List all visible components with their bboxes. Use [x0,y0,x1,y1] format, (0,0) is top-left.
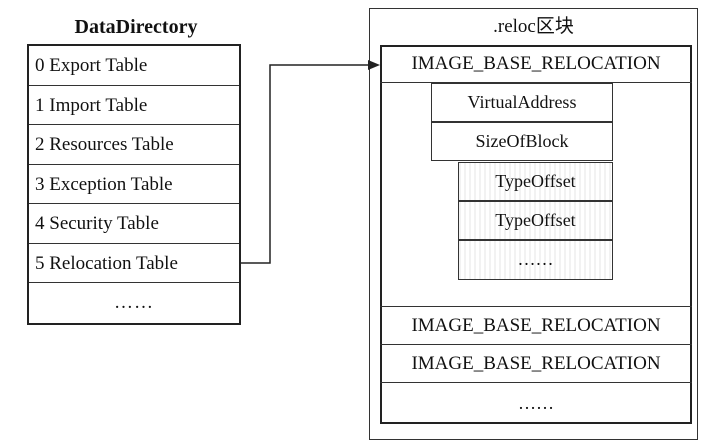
base-relocation-block-third: IMAGE_BASE_RELOCATION [380,344,692,382]
arrow-connector-line [241,64,370,264]
arrow-head [368,60,380,70]
virtual-address-field: VirtualAddress [431,83,613,122]
data-directory-entry-security: 4 Security Table [29,204,239,244]
base-relocation-block-second: IMAGE_BASE_RELOCATION [380,306,692,344]
data-directory-entry-export: 0 Export Table [29,46,239,86]
base-relocation-block-header: IMAGE_BASE_RELOCATION [380,45,692,83]
size-of-block-field: SizeOfBlock [431,122,613,161]
reloc-section-title: .reloc区块 [493,16,574,37]
data-directory-entry-resources: 2 Resources Table [29,125,239,165]
data-directory-entry-import: 1 Import Table [29,86,239,125]
relocation-blocks-container [380,45,692,424]
type-offset-entry: TypeOffset [458,162,613,201]
type-offset-ellipsis: …… [458,240,613,280]
reloc-section-frame [369,8,698,440]
data-directory-entry-exception: 3 Exception Table [29,165,239,204]
data-directory-title: DataDirectory [74,16,198,38]
data-directory-table: 0 Export Table 1 Import Table 2 Resource… [27,44,241,325]
data-directory-entry-ellipsis: …… [114,292,154,313]
base-relocation-blocks-ellipsis: …… [380,382,692,424]
data-directory-entry-relocation: 5 Relocation Table [29,244,239,283]
type-offset-entry: TypeOffset [458,201,613,240]
